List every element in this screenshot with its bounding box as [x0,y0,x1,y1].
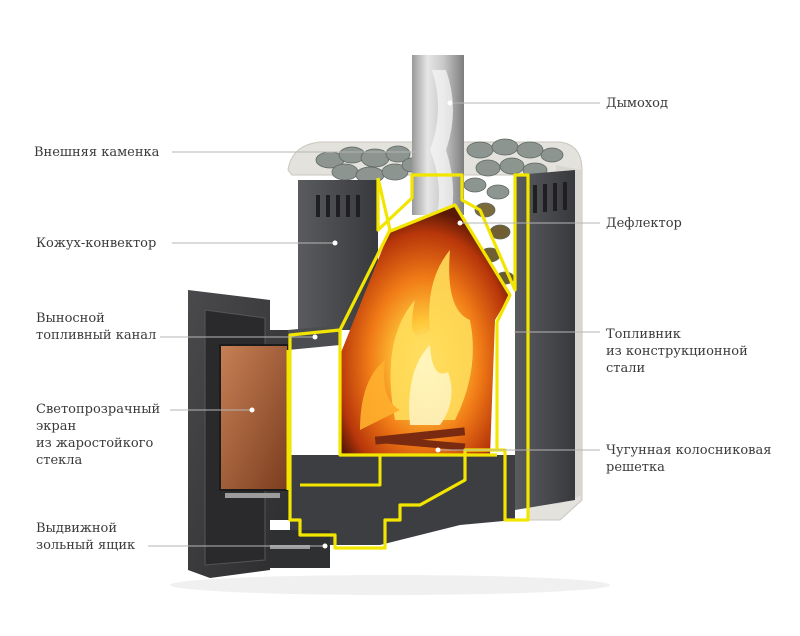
convector-right-panel [515,170,575,510]
label-fuel-channel: Выносной топливный канал [36,311,157,343]
label-deflector: Дефлектор [606,216,682,231]
ash-drawer-handle [270,545,310,549]
convector-vents-left [316,195,360,217]
leader-dots [249,100,515,549]
cutaway-outline-firebox [338,203,512,457]
lower-body [290,455,515,545]
label-firebox: Топливник из конструкционной стали [606,327,748,376]
floor-shadow [170,575,610,595]
convector-vents-right [533,182,567,213]
label-outer-stones: Внешняя каменка [34,145,160,160]
label-ash-drawer: Выдвижной зольный ящик [36,521,136,553]
burning-logs [374,427,466,451]
leader-lines [148,102,600,547]
label-glass-screen: Светопрозрачный экран из жаростойкого ст… [36,402,161,468]
cutaway-outline-door [286,350,382,490]
label-convector-casing: Кожух-конвектор [36,236,157,251]
glass-screen [219,344,289,491]
door-handle [225,493,280,498]
flames [360,250,473,430]
label-grate: Чугунная колосниковая решетка [606,443,772,475]
label-chimney: Дымоход [606,96,669,111]
